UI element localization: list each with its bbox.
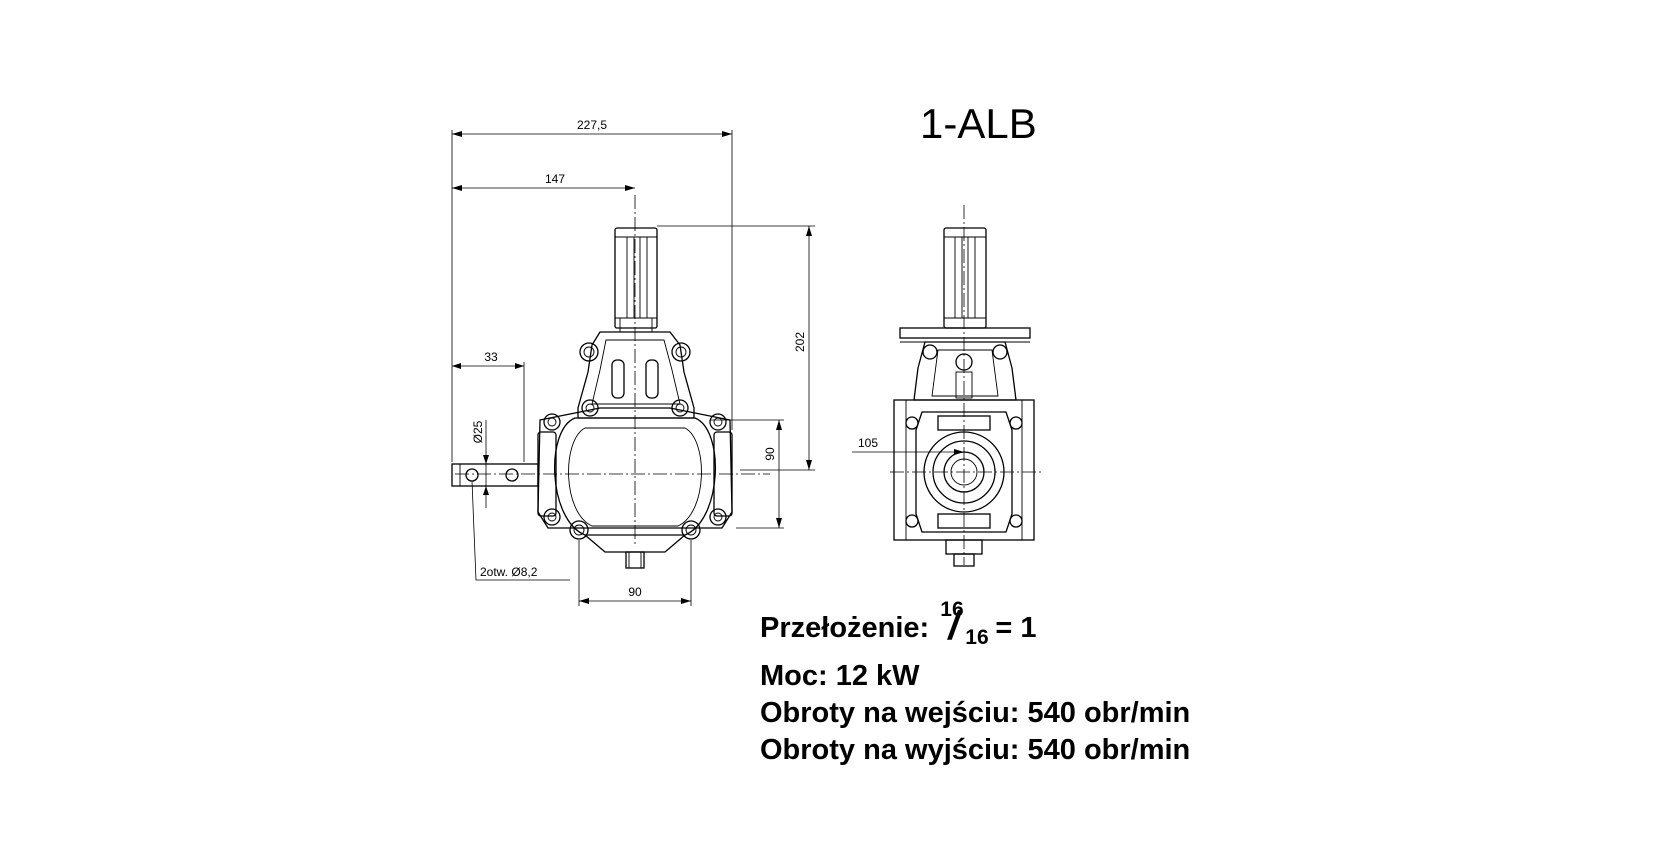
dim-shaft-diameter: Ø25 xyxy=(471,420,485,443)
side-neck xyxy=(913,341,1017,401)
model-title: 1-ALB xyxy=(920,100,1037,147)
ratio-label: Przełożenie: xyxy=(760,612,930,644)
output-shaft xyxy=(451,463,539,487)
front-view: 227,5 147 33 Ø25 202 90 xyxy=(451,118,815,606)
dim-flange-offset: 33 xyxy=(484,350,498,364)
dim-shaft-offset: 147 xyxy=(545,172,565,186)
side-view: 105 xyxy=(852,205,1042,567)
side-flange xyxy=(899,327,1031,339)
dim-side-depth: 105 xyxy=(858,436,878,450)
ratio-denominator: 16 xyxy=(965,626,989,650)
front-dimensions: 227,5 147 33 Ø25 202 90 xyxy=(451,118,815,606)
side-dimensions: 105 xyxy=(852,436,964,455)
input-shaft xyxy=(614,227,658,333)
dim-height: 202 xyxy=(793,332,807,352)
spec-power: Moc: 12 kW xyxy=(760,660,920,692)
dim-base-height: 90 xyxy=(763,447,777,461)
main-housing xyxy=(537,407,733,569)
spec-output-speed: Obroty na wyjściu: 540 obr/min xyxy=(760,734,1191,766)
side-input-shaft xyxy=(943,227,987,329)
ratio-result: = 1 xyxy=(995,612,1037,644)
ratio-fraction: 16 / 16 xyxy=(937,598,988,649)
ratio-numerator: 16 xyxy=(940,598,964,622)
dim-overall-width: 227,5 xyxy=(577,118,607,132)
neck-housing xyxy=(577,331,695,419)
dim-bottom-width: 90 xyxy=(628,585,642,599)
spec-input-speed: Obroty na wejściu: 540 obr/min xyxy=(760,697,1191,729)
spec-ratio: Przełożenie: 16 / 16 = 1 xyxy=(760,598,1037,649)
dim-holes: 2otw. Ø8,2 xyxy=(480,565,538,579)
